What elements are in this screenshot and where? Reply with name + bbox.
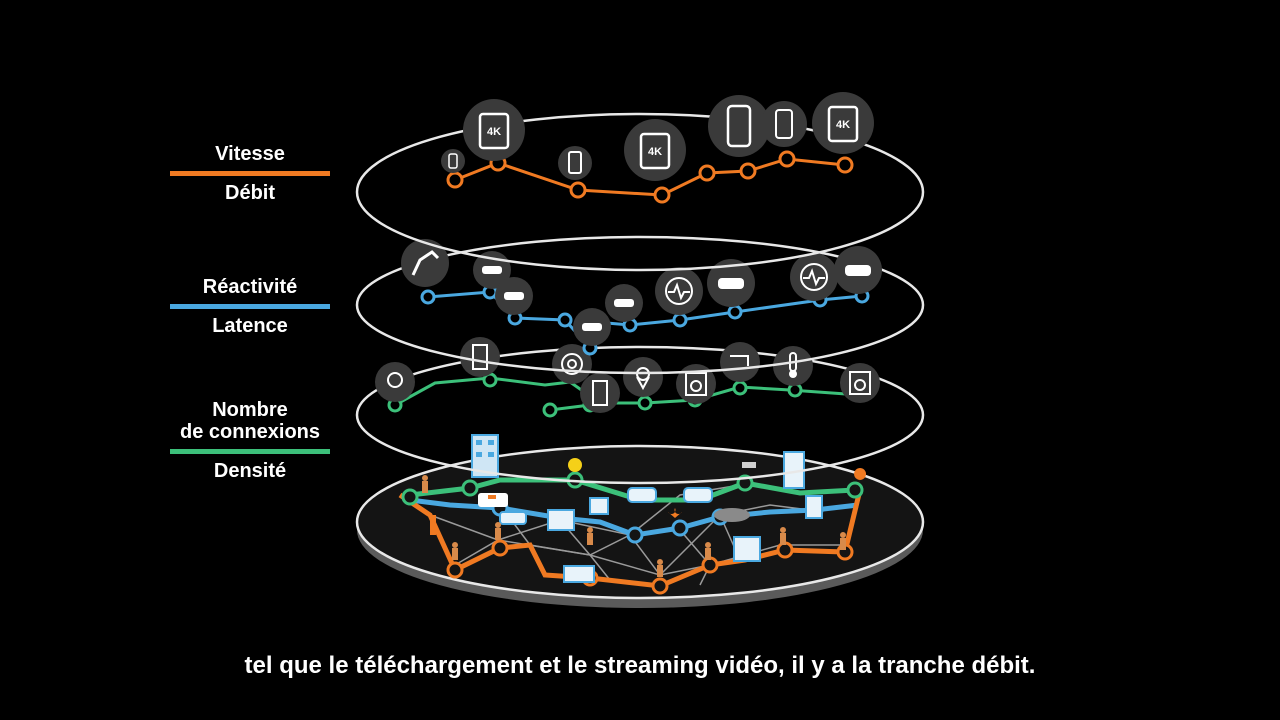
density-icons <box>375 337 880 413</box>
legend-speed: Vitesse Débit <box>170 143 330 204</box>
density-ring <box>355 345 925 485</box>
speaker-icon <box>552 344 592 384</box>
heart-monitor-icon <box>655 267 703 315</box>
legend-latency-line <box>170 304 330 309</box>
heart-monitor-icon <box>790 253 838 301</box>
legend-latency-bottom-label: Latence <box>212 315 288 337</box>
latency-ring <box>355 235 925 375</box>
latency-icons <box>401 239 882 346</box>
tablet-4k-icon: 4K <box>463 99 525 161</box>
phone-icon <box>558 146 592 180</box>
drone-icon <box>714 508 750 522</box>
city-layer <box>355 434 925 608</box>
fridge-icon <box>460 337 500 377</box>
legend-density-line <box>170 449 330 454</box>
bus-icon <box>499 511 527 525</box>
legend-density-top-label: Nombre de connexions <box>179 399 321 443</box>
car-icon <box>573 308 611 346</box>
bulb-icon <box>375 362 415 402</box>
video-subtitle: tel que le téléchargement et le streamin… <box>244 652 1036 679</box>
tablet-4k-icon: 4K <box>624 119 686 181</box>
tram-icon <box>683 487 713 503</box>
robot-arm-icon <box>401 239 449 287</box>
legend-density-bottom-label: Densité <box>213 460 287 482</box>
tablet-4k-icon: 4K <box>812 92 874 154</box>
car-icon <box>495 277 533 315</box>
speed-ring <box>355 112 925 272</box>
streetlight-bulb-icon <box>568 458 582 472</box>
latency-layer <box>355 235 925 375</box>
tram-icon <box>627 487 657 503</box>
density-layer <box>355 337 925 485</box>
legend-latency: Réactivité Latence <box>170 276 330 337</box>
speed-4k-label: 4K <box>836 119 850 131</box>
speed-icons: 4K 4K 4K <box>441 92 874 181</box>
warehouse-icon <box>563 565 595 583</box>
city-buildings <box>430 434 867 583</box>
ambulance-icon <box>478 493 508 507</box>
washing-machine-icon <box>805 495 823 519</box>
heart-icon <box>668 508 682 518</box>
thermometer-icon <box>430 515 436 535</box>
phone-icon <box>761 101 807 147</box>
thermometer-icon <box>773 346 813 386</box>
tap-icon <box>720 342 760 382</box>
car-icon <box>605 284 643 322</box>
house-icon <box>589 497 609 515</box>
fridge-icon <box>580 373 620 413</box>
speed-layer: 4K 4K 4K <box>355 92 925 272</box>
legend-speed-line <box>170 171 330 176</box>
shop-icon <box>733 536 761 562</box>
legend-density: Nombre de connexions Densité <box>170 399 330 482</box>
factory-icon <box>547 509 575 531</box>
speed-4k-label: 4K <box>648 146 662 158</box>
location-pin-icon <box>854 468 867 490</box>
people <box>422 475 846 577</box>
car-icon <box>707 259 755 307</box>
wifi-car-icon <box>834 246 882 294</box>
phone-icon <box>708 95 770 157</box>
legend-speed-bottom-label: Débit <box>225 182 275 204</box>
speed-4k-label: 4K <box>487 126 501 138</box>
location-pin-icon <box>623 357 663 397</box>
tap-icon <box>742 462 756 468</box>
washing-machine-icon <box>840 363 880 403</box>
latency-path <box>427 290 863 352</box>
city-disc <box>355 444 925 600</box>
phone-icon <box>441 149 465 173</box>
legend-speed-top-label: Vitesse <box>215 143 285 165</box>
legend-latency-top-label: Réactivité <box>202 276 298 298</box>
